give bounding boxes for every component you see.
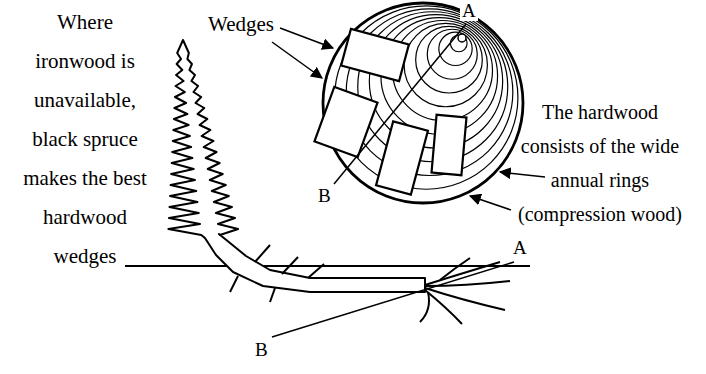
point-label: A [513, 237, 527, 258]
ground-line [125, 265, 530, 267]
branch [255, 245, 270, 262]
tree-outline [168, 40, 425, 292]
section-line [272, 262, 514, 337]
wedge-group [314, 29, 466, 195]
branch [270, 288, 275, 302]
annual-ring [404, 23, 487, 106]
wedge [314, 87, 377, 157]
leader-arrow [280, 28, 333, 48]
annual-ring [427, 29, 477, 79]
annual-ring [358, 12, 508, 162]
wedge [432, 115, 467, 175]
annual-ring [393, 21, 493, 121]
root [420, 292, 429, 322]
callout-label: Wedges [208, 12, 274, 36]
branch [308, 264, 324, 278]
note-text: Where ironwood is unavailable, black spr… [19, 3, 151, 276]
leader-arrow [272, 42, 322, 78]
branch [230, 276, 238, 292]
spruce-tree [168, 40, 425, 302]
note-text: The hardwood consists of the wide annual… [514, 95, 686, 231]
leader-arrow [500, 172, 545, 177]
point-label: B [318, 185, 331, 206]
point-label: A [460, 0, 478, 21]
leader-arrow [470, 196, 511, 210]
wedge [341, 29, 409, 81]
annual-ring [416, 26, 483, 93]
branch [282, 257, 298, 274]
wedge [376, 121, 428, 194]
point-label: B [255, 339, 268, 360]
section-line [334, 24, 466, 184]
root [425, 290, 462, 324]
root [425, 262, 500, 285]
pith [458, 34, 466, 42]
